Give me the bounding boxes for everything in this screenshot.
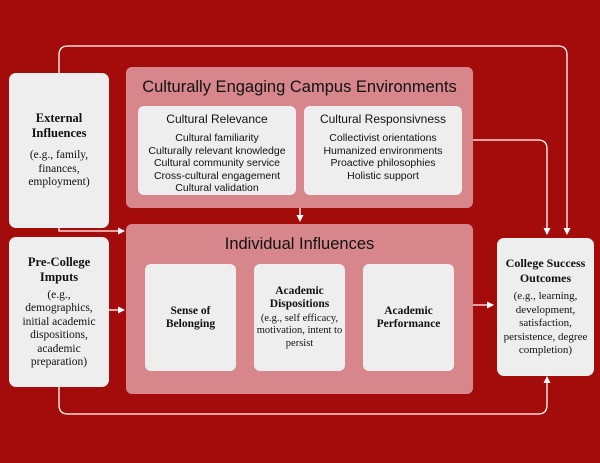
campus-environments-panel: Culturally Engaging Campus Environments …	[126, 67, 473, 208]
external-influences-body: (e.g., family, finances, employment)	[28, 149, 90, 189]
cultural-responsiveness-title: Cultural Responsivness	[319, 112, 447, 126]
sense-of-belonging-box: Sense of Belonging	[145, 264, 236, 371]
campus-to-outcomes-arrow	[473, 139, 551, 235]
external-influences-title: External Influences	[31, 111, 87, 141]
academic-dispositions-title: Academic Dispositions	[269, 284, 330, 310]
external-to-outcomes-arrow	[58, 45, 571, 235]
list-item: Culturally relevant knowledge	[148, 144, 286, 157]
academic-dispositions-box: Academic Dispositions (e.g., self effica…	[254, 264, 345, 371]
pre-college-body: (e.g., demographics, initial academic di…	[22, 288, 96, 369]
list-item: Holistic support	[347, 169, 419, 182]
list-item: Humanized environments	[323, 144, 443, 157]
list-item: Collectivist orientations	[329, 132, 437, 144]
individual-influences-panel: Individual Influences Sense of Belonging…	[126, 224, 473, 394]
external-to-individual-arrow	[58, 227, 125, 235]
external-influences-box: External Influences (e.g., family, finan…	[9, 73, 109, 228]
list-item: Cultural community service	[153, 157, 281, 169]
list-item: Cultural familiarity	[175, 132, 259, 144]
pre-college-box: Pre-College Imputs (e.g., demographics, …	[9, 237, 109, 387]
cultural-responsiveness-box: Cultural Responsivness Collectivist orie…	[304, 106, 462, 195]
academic-performance-title: Academic Performance	[376, 304, 441, 330]
cultural-relevance-items: Cultural familiarity Culturally relevant…	[138, 132, 296, 195]
college-success-outcomes-body: (e.g., learning, development, satisfacti…	[503, 290, 588, 357]
sense-of-belonging-title: Sense of Belonging	[165, 304, 216, 330]
academic-performance-box: Academic Performance	[363, 264, 454, 371]
list-item: Proactive philosophies	[330, 157, 436, 169]
cultural-relevance-title: Cultural Relevance	[166, 112, 268, 126]
college-success-outcomes-title: College Success Outcomes	[505, 256, 586, 286]
campus-environments-title: Culturally Engaging Campus Environments	[142, 78, 457, 96]
pre-college-title: Pre-College Imputs	[27, 254, 91, 284]
cultural-relevance-box: Cultural Relevance Cultural familiarity …	[138, 106, 296, 195]
list-item: Cultural validation	[175, 182, 259, 194]
individual-influences-title: Individual Influences	[224, 235, 375, 253]
academic-dispositions-body: (e.g., self efficacy, motivation, intent…	[256, 312, 343, 349]
precollege-to-outcomes-arrow	[58, 376, 551, 415]
cultural-responsiveness-items: Collectivist orientations Humanized envi…	[304, 132, 462, 182]
list-item: Cross-cultural engagement	[153, 169, 281, 182]
college-success-outcomes-box: College Success Outcomes (e.g., learning…	[497, 238, 594, 376]
